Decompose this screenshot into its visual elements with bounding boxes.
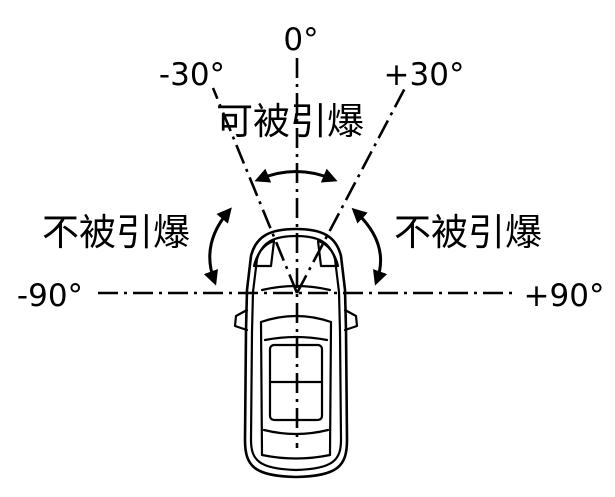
right-headlight	[316, 239, 340, 268]
plus-30-degree-line	[295, 87, 407, 294]
right-range-arrow	[351, 207, 388, 286]
rear-window-bottom	[260, 453, 332, 460]
windshield-rear	[263, 335, 329, 342]
zone-label-left: 不被引爆	[42, 211, 190, 254]
angle-label-minus-30: -30°	[159, 57, 225, 93]
angle-label-minus-90: -90°	[17, 278, 83, 314]
angle-label-plus-90: +90°	[524, 278, 605, 314]
zone-label-right: 不被引爆	[394, 211, 542, 254]
zone-label-front: 可被引爆	[216, 100, 364, 143]
right-mirror	[343, 308, 359, 332]
minus-30-degree-line	[211, 87, 299, 294]
rear-window-top	[262, 428, 330, 436]
right-side-pillar	[328, 320, 333, 457]
left-side-pillar	[259, 320, 264, 457]
left-headlight	[252, 239, 276, 268]
angle-label-0: 0°	[283, 22, 318, 58]
left-range-arrow	[203, 207, 232, 286]
left-mirror	[233, 308, 249, 332]
angle-label-plus-30: +30°	[384, 57, 465, 93]
front-range-arrow	[254, 168, 338, 183]
